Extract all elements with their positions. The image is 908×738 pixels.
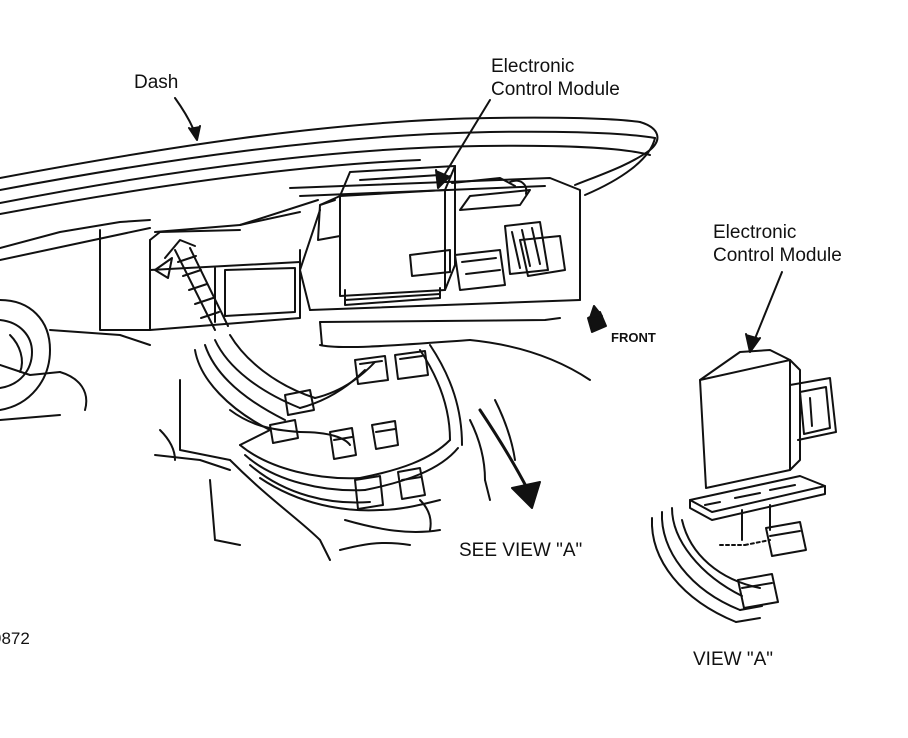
ecm-view-a-label-line2: Control Module [713,245,842,266]
view-a-detail [650,349,837,623]
ecm-main-label-line1: Electronic [491,56,575,77]
dash-leader-arrow [174,97,201,141]
ecm-main-label-line2: Control Module [491,79,620,100]
see-view-a-label: SEE VIEW "A" [459,540,583,561]
mounting-bracket [289,177,591,381]
lower-dash-structure [0,229,301,546]
front-label: FRONT [611,330,656,345]
harness-connectors [269,350,429,510]
figure-id-label: 9872 [0,629,30,648]
floor-tunnel [229,399,516,561]
dash-panel [0,116,659,261]
view-a-label: VIEW "A" [693,649,773,670]
triangle-marker [154,257,173,279]
ecm-view-a-label-line1: Electronic [713,222,797,243]
wiring-harness [194,334,463,531]
ecm-view-a-leader-arrow [745,271,783,353]
dash-label: Dash [134,72,179,93]
front-arrow-icon [587,305,607,333]
ecm-main [317,165,516,306]
support-rod [154,199,319,331]
ecm-main-leader-arrow [435,99,491,189]
see-view-arrow [478,408,541,509]
